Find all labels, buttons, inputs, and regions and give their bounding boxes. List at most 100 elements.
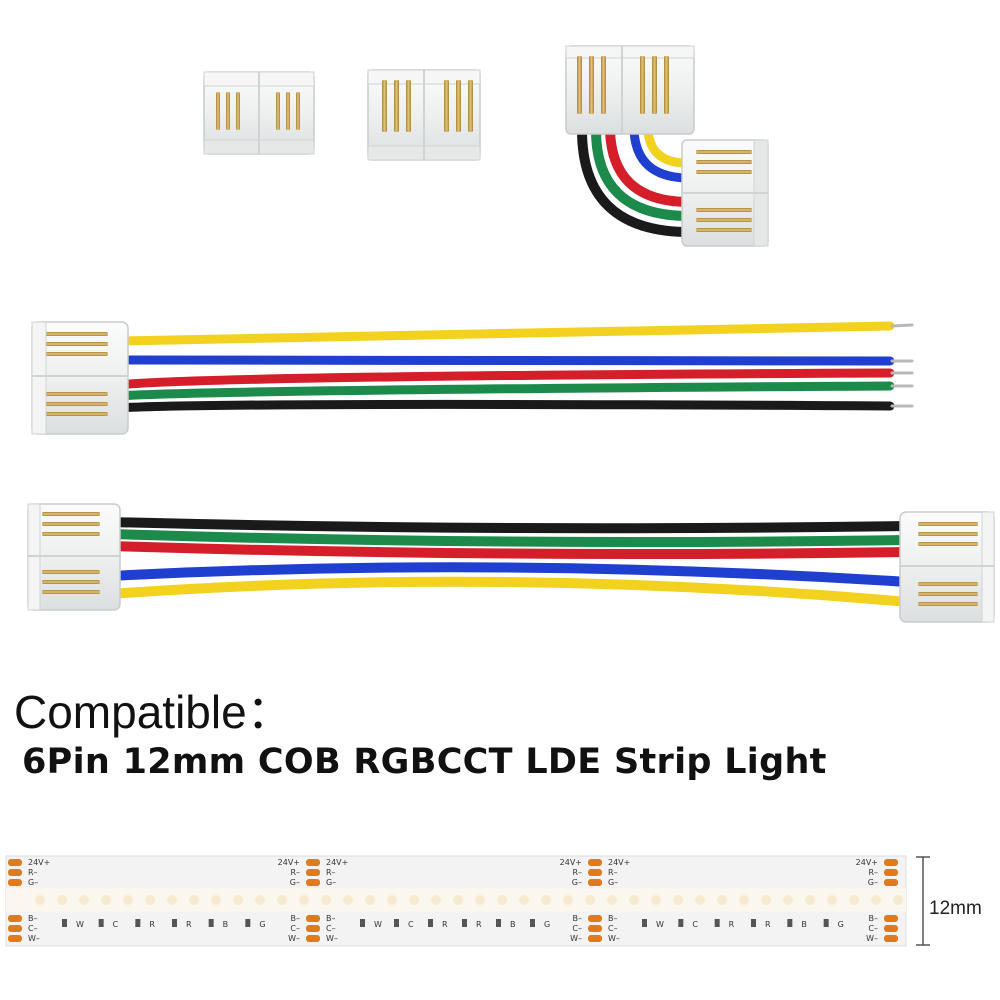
straight-clip-connector (367, 69, 481, 161)
channel-label: G (838, 920, 844, 929)
pad-label: G– (572, 878, 582, 887)
solder-pad (306, 869, 320, 876)
channel-label: W (374, 920, 382, 929)
pad-label: G– (290, 878, 300, 887)
led-chip (123, 895, 133, 905)
pad-label: 24V+ (278, 858, 300, 867)
pad-label: G– (608, 878, 618, 887)
solder-pad (588, 869, 602, 876)
pad-label: W– (608, 934, 620, 943)
led-chip (871, 895, 881, 905)
led-channel-chip (98, 919, 104, 927)
pad-label: C– (326, 924, 336, 933)
led-channel-chip (172, 919, 177, 927)
led-chip (783, 895, 793, 905)
led-chip (145, 895, 155, 905)
led-chip (893, 895, 903, 905)
led-channel-chip (530, 919, 535, 927)
pad-label: B– (573, 914, 583, 923)
solder-pad (588, 879, 602, 886)
led-chip (299, 895, 309, 905)
led-channel-chip (135, 919, 141, 927)
led-chip (761, 895, 771, 905)
cob-led-strip: 24V+R–G–B–C–W–24V+R–G–B–C–W–24V+R–G–B–C–… (5, 855, 982, 947)
led-chip (189, 895, 199, 905)
channel-label: R (149, 920, 155, 929)
led-channel-chip (245, 919, 251, 927)
pad-label: B– (326, 914, 336, 923)
pad-label: 24V+ (326, 858, 348, 867)
pad-label: B– (869, 914, 879, 923)
pad-label: 24V+ (560, 858, 582, 867)
led-chip (717, 895, 727, 905)
compatible-heading: Compatible： (14, 686, 293, 738)
pigtail-connector-cable (31, 321, 914, 435)
solder-pad (588, 859, 602, 866)
pad-label: 24V+ (608, 858, 630, 867)
led-chip (849, 895, 859, 905)
led-chip (673, 895, 683, 905)
channel-label: R (729, 920, 735, 929)
pad-label: R– (326, 868, 336, 877)
led-chip (431, 895, 441, 905)
led-channel-chip (428, 919, 433, 927)
solder-pad (8, 935, 22, 942)
pad-label: C– (608, 924, 618, 933)
led-chip (365, 895, 375, 905)
solder-pad (306, 859, 320, 866)
strip-width-label: 12mm (929, 898, 982, 919)
pad-label: B– (291, 914, 301, 923)
solder-pad (306, 925, 320, 932)
channel-label: B (223, 920, 229, 929)
solder-pad (8, 925, 22, 932)
led-chip (695, 895, 705, 905)
led-chip (629, 895, 639, 905)
solder-pad (8, 859, 22, 866)
solder-pad (884, 869, 898, 876)
width-dimension-marker (916, 856, 930, 946)
solder-pad (306, 879, 320, 886)
channel-label: R (442, 920, 448, 929)
solder-pad (588, 925, 602, 932)
led-channel-chip (823, 919, 829, 927)
led-chip (409, 895, 419, 905)
pad-label: W– (326, 934, 338, 943)
led-chip (541, 895, 551, 905)
solder-pad (884, 915, 898, 922)
l-corner-connector (565, 45, 769, 247)
pad-label: R– (608, 868, 618, 877)
pad-label: B– (608, 914, 618, 923)
led-channel-chip (678, 919, 684, 927)
pad-label: W– (570, 934, 582, 943)
led-chip (101, 895, 111, 905)
led-chip (79, 895, 89, 905)
led-channel-chip (462, 919, 467, 927)
led-chip (57, 895, 67, 905)
led-channel-chip (62, 919, 67, 927)
straight-clip-connector-small (203, 71, 315, 155)
led-chip (321, 895, 331, 905)
led-chip (277, 895, 287, 905)
pad-label: B– (28, 914, 38, 923)
led-chip (607, 895, 617, 905)
channel-label: W (656, 920, 664, 929)
channel-label: W (76, 920, 84, 929)
pad-label: G– (326, 878, 336, 887)
led-chip (651, 895, 661, 905)
pad-label: R– (868, 868, 878, 877)
led-chip (739, 895, 749, 905)
solder-pad (588, 915, 602, 922)
pad-label: W– (288, 934, 300, 943)
pad-label: R– (572, 868, 582, 877)
led-chip (497, 895, 507, 905)
solder-pad (8, 879, 22, 886)
led-chip (233, 895, 243, 905)
led-channel-chip (751, 919, 756, 927)
solder-pad (884, 879, 898, 886)
led-chip (211, 895, 221, 905)
led-channel-chip (394, 919, 399, 927)
led-chip (585, 895, 595, 905)
led-channel-chip (642, 919, 647, 927)
led-channel-chip (787, 919, 793, 927)
solder-pad (306, 915, 320, 922)
